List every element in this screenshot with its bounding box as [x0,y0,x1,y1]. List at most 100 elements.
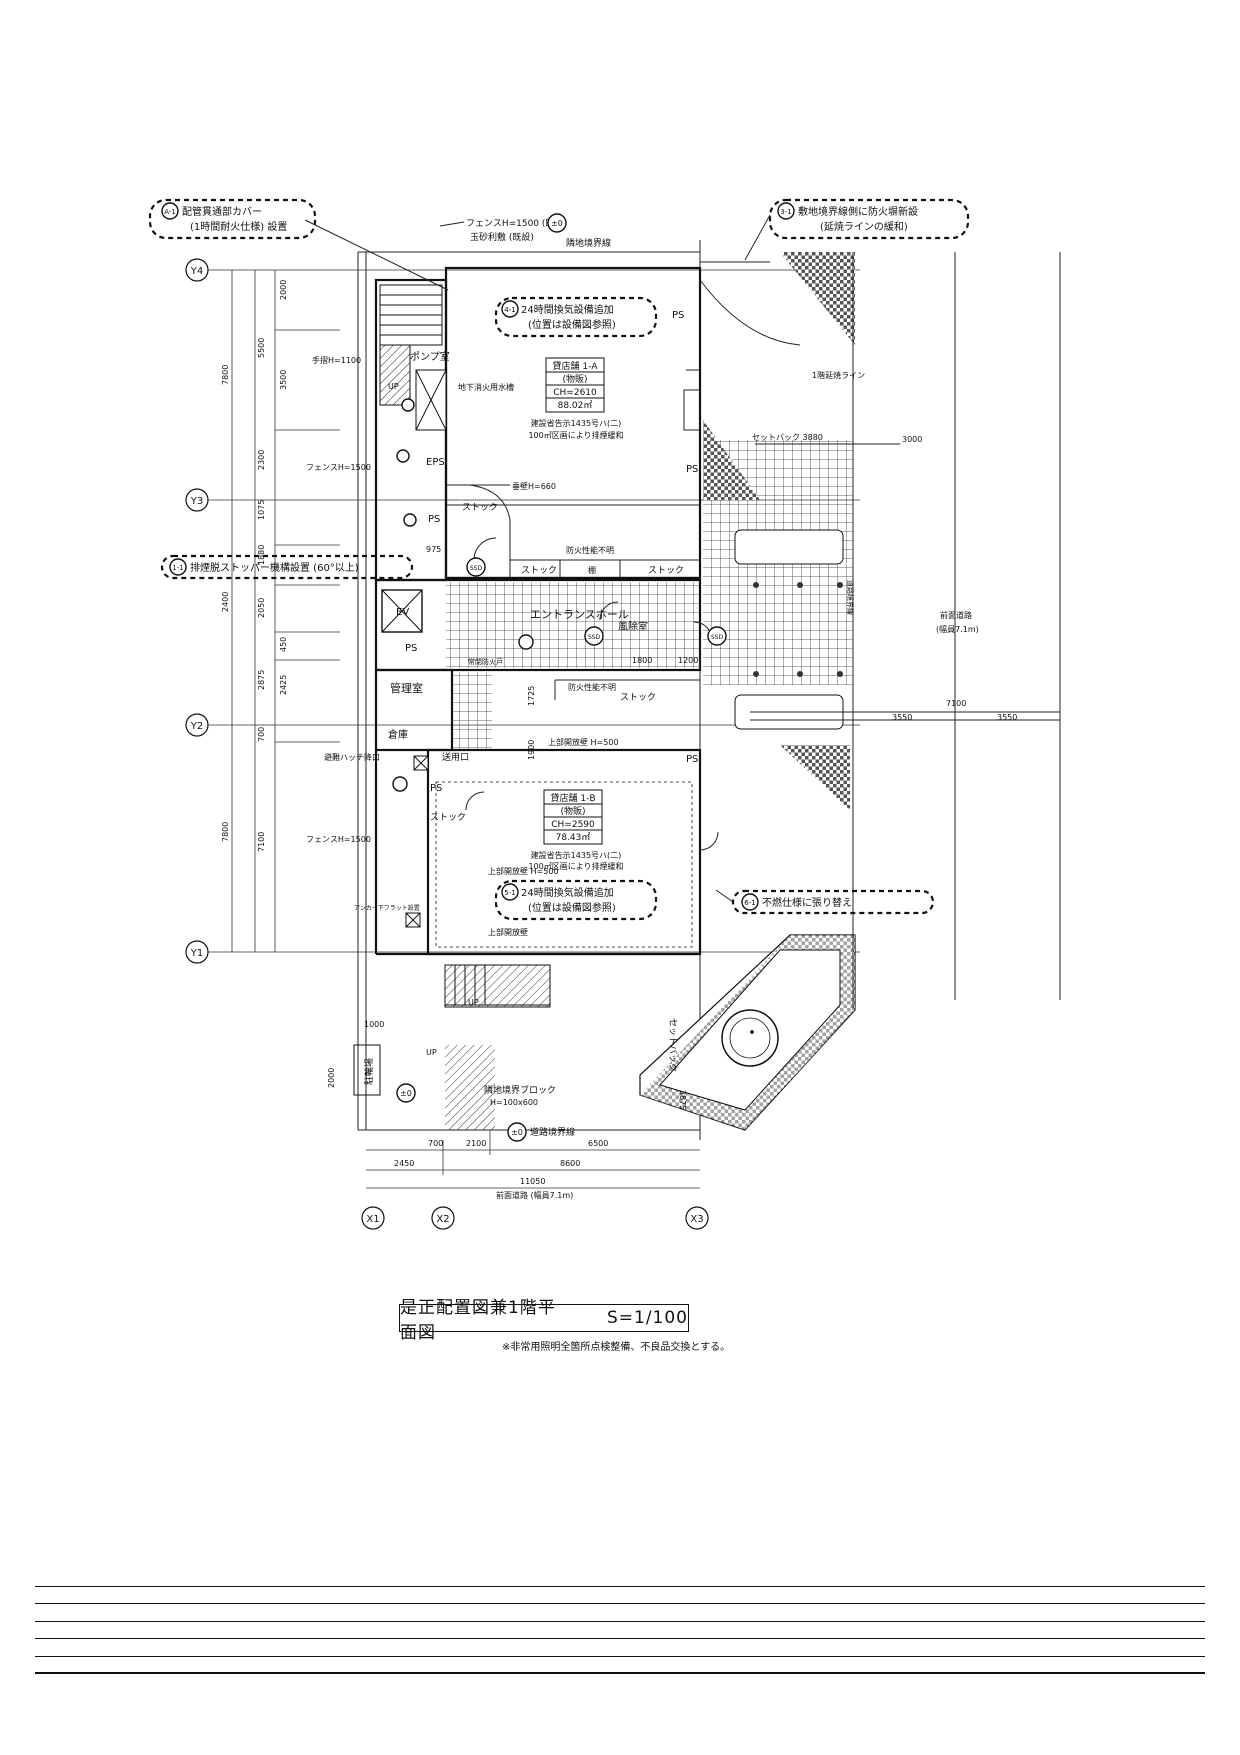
svg-text:SSD: SSD [588,634,601,641]
svg-text:2875: 2875 [257,670,266,690]
rule-2 [35,1603,1205,1604]
svg-text:5500: 5500 [257,338,266,358]
hatch-symbols [405,755,429,928]
svg-text:EV: EV [396,607,409,618]
planter-dots [750,582,843,1034]
svg-text:2100: 2100 [466,1139,486,1148]
svg-text:X1: X1 [366,1214,379,1225]
svg-text:6500: 6500 [588,1139,608,1148]
svg-text:3550: 3550 [997,713,1017,722]
svg-text:±0: ±0 [400,1089,412,1098]
svg-text:3000: 3000 [902,435,922,444]
svg-text:フェンスH=1500 (既設): フェンスH=1500 (既設) [466,217,567,229]
svg-text:1800: 1800 [632,656,652,665]
svg-text:7800: 7800 [221,365,230,385]
svg-text:1880: 1880 [257,545,266,565]
hatched-zone-mid [780,745,850,810]
smoke-detectors: SSD SSD SSD [466,557,727,646]
rule-6 [35,1672,1205,1674]
grid-axis-x2: X2 [431,1206,455,1230]
svg-text:Y3: Y3 [190,496,203,507]
svg-text:1-1: 1-1 [172,564,183,572]
svg-text:手摺H=1100: 手摺H=1100 [312,355,361,365]
svg-text:2300: 2300 [257,450,266,470]
svg-text:不燃仕様に張り替え: 不燃仕様に張り替え [762,896,852,909]
svg-text:PS: PS [405,643,417,654]
svg-text:CH=2590: CH=2590 [551,820,595,830]
svg-text:(物販): (物販) [562,373,587,385]
svg-text:±0: ±0 [551,219,563,228]
svg-text:Y1: Y1 [190,948,203,959]
left-dimensions: 7800 2400 7800 5500 2000 3500 2300 1075 … [221,270,340,952]
callout-1-1: 1-1 排煙脱ストッパー機構設置 (60°以上) [160,554,414,580]
svg-text:7800: 7800 [221,822,230,842]
fire-spread-line [699,252,1061,1010]
svg-text:UP: UP [388,382,399,391]
drawing-title-block: 是正配置図兼1階平面図 S=1/100 [399,1298,689,1343]
svg-text:前面道路 (幅員7.1m): 前面道路 (幅員7.1m) [496,1190,573,1200]
svg-text:A-1: A-1 [164,208,176,216]
svg-text:フェンスH=1500: フェンスH=1500 [306,463,371,472]
svg-text:6-1: 6-1 [744,899,755,907]
svg-text:2400: 2400 [221,592,230,612]
svg-text:8600: 8600 [560,1159,580,1168]
svg-text:上部開放壁 H=500: 上部開放壁 H=500 [548,737,619,747]
grid-axis-x1: X1 [361,1206,385,1230]
svg-text:風除室: 風除室 [618,620,648,633]
svg-text:450: 450 [279,637,288,652]
svg-text:道路境界線: 道路境界線 [846,580,855,615]
svg-text:Y4: Y4 [190,266,203,277]
svg-text:SSD: SSD [470,565,483,572]
svg-text:3550: 3550 [892,713,912,722]
rule-5 [35,1656,1205,1657]
svg-text:(物販): (物販) [560,805,585,817]
svg-text:前面道路: 前面道路 [940,610,972,620]
svg-text:4-1: 4-1 [504,306,515,314]
svg-text:1000: 1000 [364,1020,384,1029]
store-boundaries [435,267,701,948]
svg-text:11050: 11050 [520,1177,545,1186]
svg-text:1725: 1725 [527,686,536,706]
svg-text:EPS: EPS [426,457,445,468]
svg-text:敷地境界線側に防火塀新設: 敷地境界線側に防火塀新設 [798,205,918,218]
interior-dimensions: 975 1725 1900 1800 1200 1000 2000 [327,545,698,1088]
drawing-note: ※非常用照明全箇所点検整備、不良品交換とする。 [502,1342,731,1353]
svg-text:避難ハッチ降口: 避難ハッチ降口 [324,752,380,762]
svg-text:排煙脱ストッパー機構設置 (60°以上): 排煙脱ストッパー機構設置 (60°以上) [190,561,359,574]
svg-text:地下消火用水槽: 地下消火用水槽 [458,382,514,392]
svg-text:7100: 7100 [946,699,966,708]
svg-text:配管貫通部カバー: 配管貫通部カバー [182,205,262,218]
grid-axis-x3: X3 [685,1206,709,1230]
svg-text:(位置は設備図参照): (位置は設備図参照) [528,318,616,331]
svg-text:ストック: ストック [648,565,684,576]
svg-text:(幅員7.1m): (幅員7.1m) [936,624,979,634]
svg-text:UP: UP [426,1048,437,1057]
callout-3-1: 3-1 敷地境界線側に防火塀新設 (延焼ラインの緩和) [744,198,970,261]
svg-text:隣地境界線: 隣地境界線 [566,237,611,249]
svg-text:700: 700 [257,727,266,742]
svg-text:X2: X2 [436,1214,449,1225]
svg-text:PS: PS [428,514,440,525]
svg-text:ストック: ストック [462,502,498,513]
svg-text:フェンスH=1500: フェンスH=1500 [306,835,371,844]
svg-text:UP: UP [468,998,479,1007]
callout-5-1: 5-1 24時間換気設備追加 (位置は設備図参照) [494,879,658,921]
elevator-shaft [381,589,423,633]
svg-text:24時間換気設備追加: 24時間換気設備追加 [521,303,614,316]
svg-text:防火性能不明: 防火性能不明 [568,682,616,692]
svg-text:PS: PS [672,310,684,321]
svg-text:PS: PS [686,464,698,475]
svg-text:上部開放壁: 上部開放壁 [488,927,528,937]
bottom-dimensions: 700 2100 6500 2450 8600 11050 [366,1130,700,1189]
svg-text:道路境界線: 道路境界線 [530,1126,575,1138]
svg-text:貸店舗 1-B: 貸店舗 1-B [550,792,595,804]
svg-text:玉砂利敷 (既設): 玉砂利敷 (既設) [470,231,534,243]
svg-text:垂壁H=660: 垂壁H=660 [512,481,556,491]
underground-tank [415,369,447,431]
door-swings [465,537,719,851]
plan-labels: フェンスH=1500 (既設) 玉砂利敷 (既設) 隣地境界線 ±0 手摺H=1… [306,213,1017,1200]
grid-axis-y1: Y1 [185,940,860,964]
svg-text:2000: 2000 [279,280,288,300]
svg-text:セットバック 3880: セットバック 3880 [752,433,823,442]
svg-text:700: 700 [428,1139,443,1148]
